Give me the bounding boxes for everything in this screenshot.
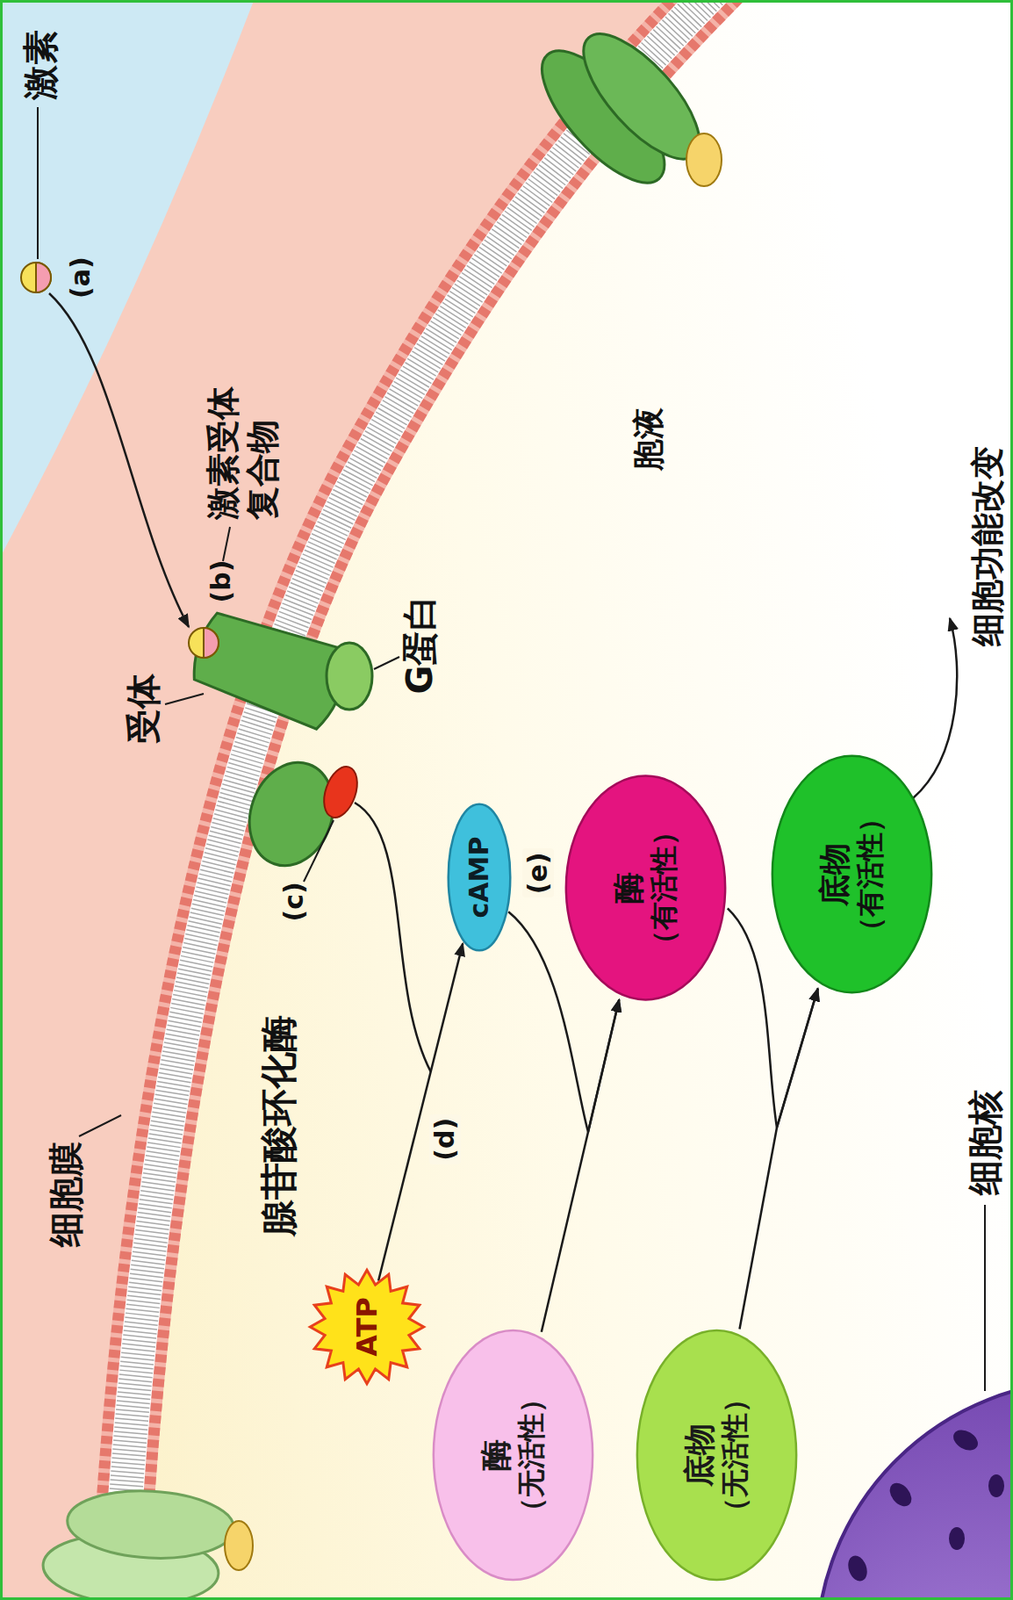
leader-line (165, 693, 204, 705)
nuclear-pore (948, 1526, 965, 1550)
node-subtitle: （有活性） (853, 804, 887, 945)
node-text-group: 底物（有活性） (815, 804, 888, 945)
node-subtitle: （有活性） (646, 817, 681, 958)
node-title: cAMP (463, 836, 496, 919)
nuclear-pore (988, 1473, 1005, 1497)
enzyme-inactive: 酶（无活性） (431, 1327, 595, 1582)
hormone-half (35, 262, 51, 293)
callout-letter: (a) (64, 256, 97, 299)
atp-burst: ATP (308, 1268, 425, 1385)
node-title: ATP (350, 1296, 384, 1357)
callout-letter: (b) (205, 560, 238, 604)
catalytic-site (317, 761, 364, 822)
ellipse-shape (448, 804, 511, 951)
bound-hormone (188, 627, 219, 658)
nuclear-pores (844, 1425, 1005, 1584)
outcome-label: 细胞功能改变 (968, 445, 1009, 647)
node-title: 底物 (815, 842, 854, 906)
enzyme-name-label: 腺苷酸环化酶 (257, 1014, 302, 1236)
binding-arrow (49, 293, 189, 627)
extracellular-pink (0, 0, 729, 1600)
leader-line (303, 819, 334, 882)
substrate-active: 底物（有活性） (770, 754, 934, 996)
arrow-connector (739, 988, 819, 1330)
hormone-half (21, 262, 51, 293)
ellipse-shape (432, 1329, 592, 1580)
complex-label: 激素受体复合物 (203, 386, 284, 520)
hormone-half (203, 627, 219, 658)
protein-subunit (686, 133, 722, 187)
ellipse-shape (636, 1329, 796, 1580)
camp-ellipse: cAMP (447, 802, 511, 952)
nucleus-label: 细胞核 (963, 1089, 1006, 1195)
edge-label: (d) (429, 1113, 461, 1164)
hormone-label: 激素 (19, 29, 62, 101)
arrow-connector (541, 998, 620, 1332)
star-burst (309, 1269, 424, 1383)
membrane-band (118, 0, 729, 1600)
ellipse-shape (565, 775, 725, 1000)
lipid-heads (118, 0, 729, 1600)
node-text-group: 酶（无活性） (476, 1384, 549, 1525)
edge-label: (e) (522, 847, 554, 898)
arrow-connector (378, 942, 463, 1280)
node-subtitle: （无活性） (514, 1384, 548, 1525)
node-text-group: 酶（有活性） (609, 817, 682, 958)
leader-line (79, 1114, 122, 1136)
cell-membrane (118, 0, 729, 1600)
leader-line (373, 656, 400, 669)
effect-arrow (912, 617, 957, 798)
leader-line (36, 107, 39, 259)
ellipse-shape (771, 755, 931, 993)
leader-line (222, 526, 230, 561)
node-text-group: cAMP (463, 836, 496, 919)
hormone (21, 262, 51, 293)
protein-lobe (65, 1486, 237, 1562)
nuclear-pore (844, 1551, 870, 1583)
leader-line (984, 1204, 986, 1391)
membrane-protein (41, 1485, 237, 1600)
node-title: 酶 (476, 1438, 515, 1471)
node-title: 底物 (680, 1422, 719, 1487)
enzyme-active: 酶（有活性） (564, 773, 727, 1002)
substrate-inactive: 底物（无活性） (635, 1327, 798, 1582)
node-title: 酶 (609, 871, 647, 904)
lipid-core (118, 0, 729, 1600)
node-text-group: 底物（无活性） (680, 1384, 753, 1525)
node-text-group: ATP (350, 1296, 384, 1357)
nuclear-pore (949, 1425, 982, 1454)
hormone-half (188, 627, 219, 658)
cytosol-label: 胞液 (629, 407, 668, 471)
g-protein (326, 642, 373, 710)
receptor-label: 受体 (122, 673, 165, 744)
lipid-tails (118, 0, 729, 1600)
leader-lines (37, 107, 985, 1391)
node-subtitle: （无活性） (718, 1384, 752, 1525)
callout-letter: (c) (278, 881, 310, 921)
cyclase-reaction-line (354, 802, 432, 1071)
protein-subunit (224, 1520, 253, 1570)
nucleus (816, 1379, 1013, 1600)
membrane-label: 细胞膜 (44, 1141, 87, 1247)
nuclear-pore (885, 1478, 917, 1510)
g-protein-label: G蛋白 (398, 595, 441, 695)
membrane-protein (522, 5, 718, 206)
